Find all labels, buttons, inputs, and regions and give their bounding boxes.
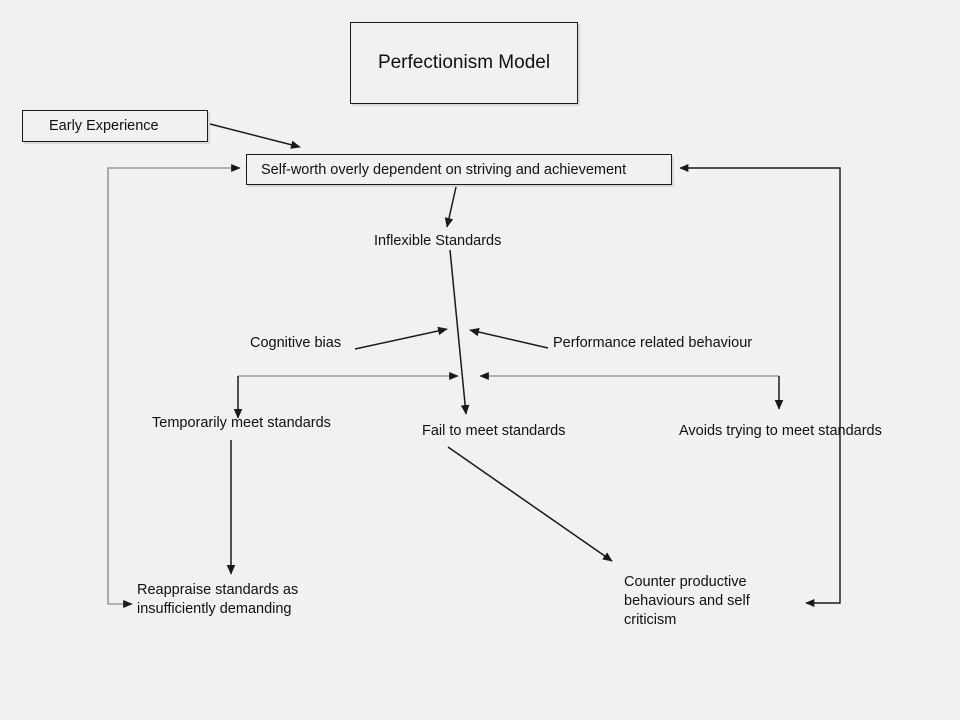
title-box: Perfectionism Model — [350, 22, 578, 104]
node-performance-related-behaviour: Performance related behaviour — [553, 335, 753, 351]
feedback-loop-left — [107, 163, 241, 609]
feedback-loop-right — [679, 163, 841, 608]
arrow-early-to-selfworth — [209, 123, 301, 149]
arrow-selfworth-to-inflexible — [444, 186, 457, 228]
self-worth-label: Self-worth overly dependent on striving … — [261, 161, 627, 178]
node-counter-productive-behaviours: Counter productive behaviours and self c… — [624, 574, 750, 628]
page-title: Perfectionism Model — [377, 52, 551, 73]
arrow-cognitive-bias — [354, 326, 448, 350]
node-temporarily-meet-standards: Temporarily meet standards — [152, 415, 331, 431]
early-experience-label: Early Experience — [49, 118, 159, 134]
node-cognitive-bias: Cognitive bias — [250, 335, 342, 351]
arrow-inflexible-to-fail — [449, 249, 470, 415]
node-fail-to-meet-standards: Fail to meet standards — [422, 423, 566, 439]
arrow-fail-to-counterproductive — [447, 446, 613, 562]
self-worth-box: Self-worth overly dependent on striving … — [246, 154, 672, 185]
node-avoids-trying-to-meet-standards: Avoids trying to meet standards — [679, 423, 882, 439]
early-experience-box: Early Experience — [22, 110, 208, 142]
node-reappraise-standards: Reappraise standards as insufficiently d… — [137, 582, 299, 617]
node-inflexible-standards: Inflexible Standards — [374, 233, 502, 249]
arrow-performance-behaviour — [469, 327, 549, 349]
